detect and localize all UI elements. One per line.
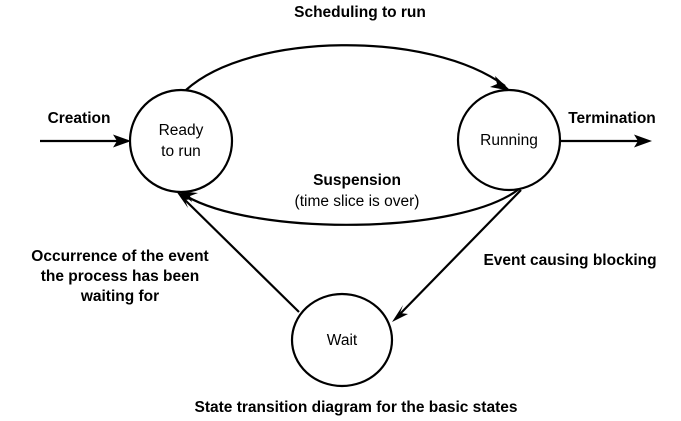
termination-label: Termination xyxy=(568,110,656,127)
diagram-caption: State transition diagram for the basic s… xyxy=(194,399,517,416)
suspension-arrowhead xyxy=(178,191,198,202)
edge-occurrence-of-event xyxy=(176,191,300,313)
edge-suspension xyxy=(178,188,520,226)
node-running[interactable]: Running xyxy=(456,88,562,192)
running-label: Running xyxy=(480,132,538,149)
suspension-label-line2: (time slice is over) xyxy=(295,193,420,210)
scheduling-to-run-label: Scheduling to run xyxy=(294,4,426,21)
running-ellipse[interactable] xyxy=(456,88,562,192)
blocking-line xyxy=(398,189,522,316)
creation-arrowhead xyxy=(113,134,131,148)
wait-ellipse[interactable] xyxy=(290,292,394,388)
blocking-arrowhead xyxy=(392,305,408,322)
occurrence-arrowhead xyxy=(176,191,193,208)
edge-scheduling-to-run xyxy=(185,44,511,91)
occurrence-line xyxy=(182,197,300,313)
scheduling-arc xyxy=(185,44,506,91)
occurrence-label-line2: the process has been xyxy=(41,268,200,285)
termination-arrowhead xyxy=(634,134,652,148)
event-causing-blocking-label: Event causing blocking xyxy=(483,252,656,269)
edge-creation xyxy=(40,134,131,148)
node-ready-to-run[interactable]: Ready to run xyxy=(128,88,234,194)
suspension-arc xyxy=(185,188,520,226)
creation-label: Creation xyxy=(48,110,111,127)
occurrence-label-line3: waiting for xyxy=(80,288,159,305)
scheduling-arrowhead xyxy=(490,76,511,91)
edge-event-causing-blocking xyxy=(392,189,522,322)
ready-to-run-label-line1: Ready xyxy=(159,122,204,139)
ready-to-run-label-line2: to run xyxy=(161,143,201,160)
ready-to-run-ellipse[interactable] xyxy=(128,88,234,194)
suspension-label-line1: Suspension xyxy=(313,172,401,189)
wait-label: Wait xyxy=(327,332,358,349)
edge-termination xyxy=(560,134,652,148)
node-wait[interactable]: Wait xyxy=(290,292,394,388)
occurrence-label-line1: Occurrence of the event xyxy=(31,248,208,265)
